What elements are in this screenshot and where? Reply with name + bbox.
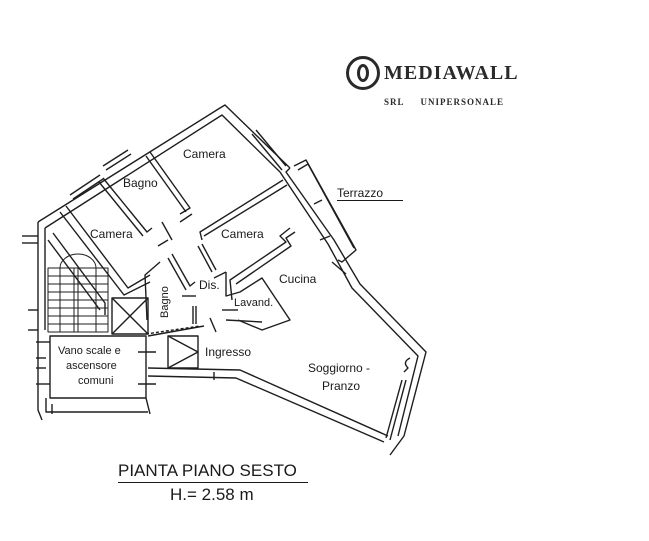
room-label-camera-left: Camera	[90, 227, 133, 241]
terrazzo-outline	[293, 159, 357, 263]
room-label-ingresso: Ingresso	[205, 345, 252, 359]
wall-cucina	[229, 227, 291, 301]
stairs	[47, 253, 109, 333]
wall-camera-center	[199, 179, 284, 241]
outer-wall-east	[285, 167, 427, 456]
outer-wall-northwest	[37, 104, 291, 223]
plan-title: PIANTA PIANO SESTO	[118, 461, 308, 483]
company-logo: MEDIAWALL	[346, 56, 519, 90]
room-label-camera-top: Camera	[183, 147, 226, 161]
room-label-camera-center: Camera	[221, 227, 264, 241]
wall-bagno-camera	[149, 151, 191, 215]
room-label-soggiorno: Soggiorno -	[308, 361, 371, 375]
outer-wall-south	[147, 367, 389, 437]
wall-camera-left	[65, 205, 151, 289]
room-label-dis: Dis.	[199, 278, 220, 292]
ceiling-height: H.= 2.58 m	[170, 485, 254, 504]
elevator-shaft	[111, 297, 149, 335]
common-landing	[49, 335, 147, 399]
room-label-cucina: Cucina	[279, 272, 317, 286]
outer-wall-west	[37, 222, 43, 421]
room-label-vano-scale-1: Vano scale e	[58, 345, 121, 357]
room-label-vano-scale-3: comuni	[78, 375, 114, 387]
room-label-lavanderia: Lavand.	[234, 297, 274, 309]
room-label-bagno: Bagno	[123, 176, 158, 190]
room-label-vano-scale-2: ascensore	[66, 360, 117, 372]
eye-logo-icon	[346, 56, 380, 90]
room-label-terrazzo: Terrazzo	[337, 186, 404, 201]
entrance-door	[167, 335, 199, 369]
brand-name: MEDIAWALL	[384, 61, 519, 84]
wall-lavanderia	[225, 272, 291, 331]
room-label-pranzo: Pranzo	[322, 379, 361, 393]
room-label-bagno-small: Bagno	[159, 286, 171, 318]
